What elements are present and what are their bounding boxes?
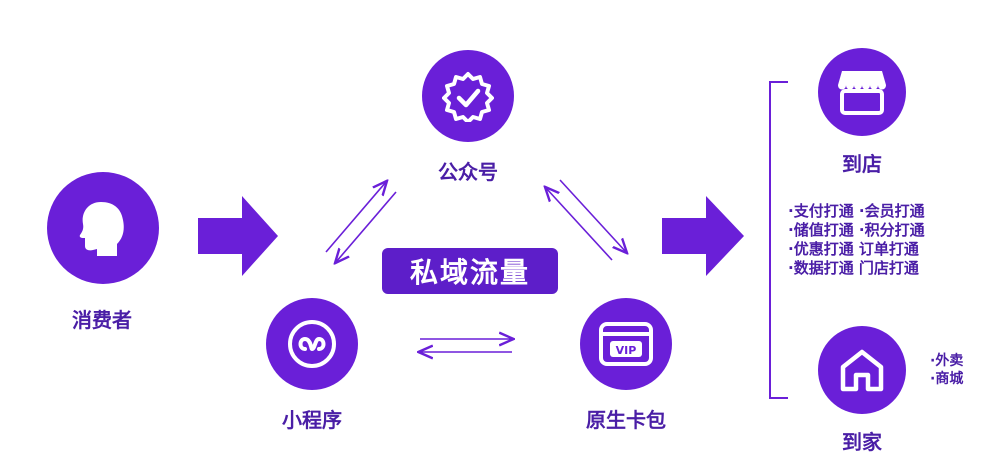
big-arrow-right <box>662 196 744 276</box>
arrow-mini-to-official <box>325 182 386 253</box>
official-account-node <box>422 50 514 142</box>
mini-program-icon <box>288 320 336 368</box>
mini-program-label: 小程序 <box>282 408 342 432</box>
arrow-card-to-official <box>546 188 613 261</box>
feature-line: ·数据打通 门店打通 <box>788 259 919 277</box>
feature-line: ·储值打通 ·积分打通 <box>788 221 925 239</box>
consumer-label: 消费者 <box>72 308 132 332</box>
to-store-label: 到店 <box>842 152 882 176</box>
arrow-official-to-mini <box>336 191 397 262</box>
vip-text: VIP <box>615 344 637 357</box>
consumer-node <box>47 172 159 284</box>
to-home-label: 到家 <box>842 430 882 454</box>
storefront-icon <box>838 71 886 115</box>
big-arrow-left <box>198 196 278 276</box>
house-icon <box>840 349 884 392</box>
bracket <box>769 81 788 399</box>
arrow-official-to-card <box>559 179 626 252</box>
verified-badge-icon <box>442 72 494 122</box>
feature-line: ·优惠打通 订单打通 <box>788 240 919 258</box>
feature-line: ·支付打通 ·会员打通 <box>788 202 925 220</box>
official-account-label: 公众号 <box>438 160 498 184</box>
to-home-node <box>818 326 906 414</box>
vip-card-icon <box>599 322 653 366</box>
person-head-icon <box>79 202 124 256</box>
home-item: ·商城 <box>930 371 964 387</box>
to-home-items: ·外卖 ·商城 <box>930 352 963 388</box>
integration-features: ·支付打通 ·会员打通 ·储值打通 ·积分打通 ·优惠打通 订单打通 ·数据打通… <box>788 202 978 278</box>
home-item: ·外卖 <box>930 353 964 369</box>
mini-program-node <box>266 298 358 390</box>
card-wallet-node: VIP <box>580 298 672 390</box>
private-traffic-banner: 私域流量 <box>382 248 558 294</box>
to-store-node <box>818 48 906 136</box>
card-wallet-label: 原生卡包 <box>586 408 666 432</box>
